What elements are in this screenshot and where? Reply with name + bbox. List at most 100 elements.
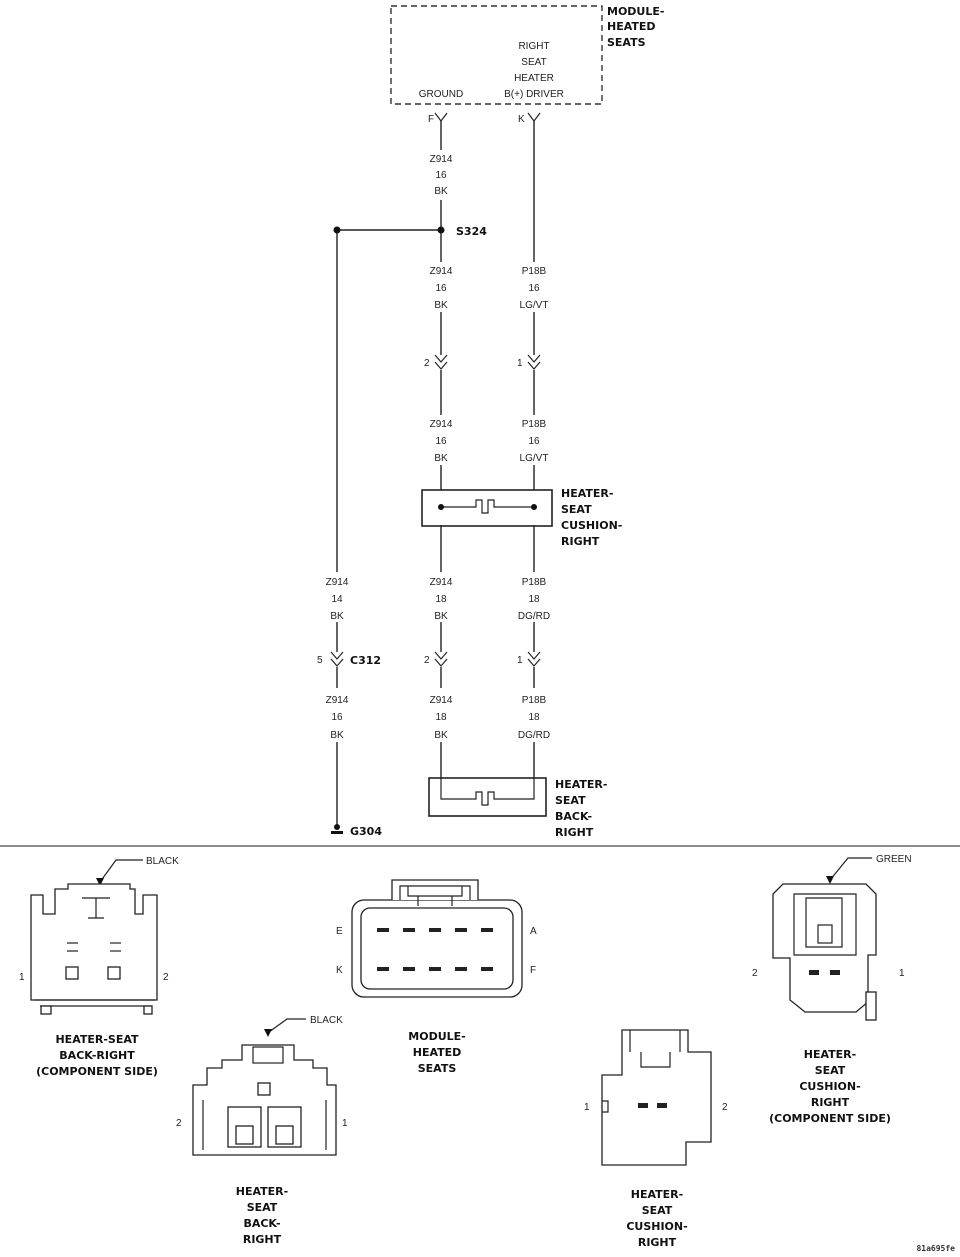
connector-body bbox=[30, 883, 158, 1001]
figure-id: 81a695fe bbox=[916, 1244, 955, 1253]
housing-inner bbox=[793, 893, 857, 956]
driver-label-line-4: B(+) DRIVER bbox=[504, 89, 564, 100]
wire-color: LG/VT bbox=[520, 453, 549, 464]
splice-dot bbox=[333, 226, 341, 234]
driver-label-line-2: SEAT bbox=[521, 57, 546, 68]
wire-label-gnd-a: Z914 16 BK bbox=[430, 266, 453, 311]
view-back-right: BLACK 2 1 HEATER- SEAT BACK- RIGHT bbox=[176, 1015, 348, 1246]
caption-line: SEAT bbox=[247, 1201, 278, 1214]
caption-line: BACK-RIGHT bbox=[59, 1049, 135, 1062]
wire-code: Z914 bbox=[326, 695, 349, 706]
pin-cavity bbox=[65, 966, 79, 980]
wire-code: P18B bbox=[522, 577, 547, 588]
wire-gauge: 14 bbox=[331, 594, 343, 605]
wire-color: BK bbox=[434, 730, 448, 741]
wire-gauge: 18 bbox=[528, 712, 540, 723]
connector-body bbox=[772, 883, 877, 1013]
pin-cavity bbox=[809, 970, 819, 975]
ground-g304-label: G304 bbox=[350, 825, 382, 838]
wire-label-pwr-c: P18B 18 DG/RD bbox=[518, 577, 550, 622]
callout-arrow-icon bbox=[96, 878, 104, 886]
pin-cavity bbox=[638, 1103, 648, 1108]
caption-line: HEATER- bbox=[804, 1048, 856, 1061]
caption-line: RIGHT bbox=[811, 1096, 850, 1109]
latch-icon bbox=[82, 897, 110, 919]
wire-gauge: 18 bbox=[435, 712, 447, 723]
label-line: HEATER- bbox=[561, 487, 613, 500]
wire-code: Z914 bbox=[430, 419, 453, 430]
connector-chevron-icon bbox=[434, 651, 448, 667]
module-pin-f-label: F bbox=[428, 114, 434, 125]
wire-label-gnd-c: Z914 18 BK bbox=[430, 577, 453, 622]
wire-code: Z914 bbox=[430, 577, 453, 588]
view-module-connector: E A K F MODULE- HEATED SEATS bbox=[336, 879, 537, 1075]
caption-line: BACK- bbox=[243, 1217, 280, 1230]
heater-cushion-label: HEATER- SEAT CUSHION- RIGHT bbox=[561, 487, 622, 548]
pin-number: 2 bbox=[163, 972, 169, 983]
wire-gauge: 18 bbox=[528, 594, 540, 605]
pin-letter: E bbox=[336, 926, 343, 937]
wire-label-gnd-d: Z914 18 BK bbox=[430, 695, 453, 741]
module-title: MODULE- HEATED SEATS bbox=[607, 5, 664, 49]
ground-label: GROUND bbox=[419, 89, 463, 100]
module-title-line-3: SEATS bbox=[607, 36, 646, 49]
heater-cushion-box bbox=[421, 489, 553, 527]
callout-color: GREEN bbox=[876, 854, 912, 865]
callout-leader bbox=[829, 857, 872, 881]
caption-line: CUSHION- bbox=[626, 1220, 687, 1233]
heater-element-icon bbox=[441, 499, 534, 514]
caption-line: HEATED bbox=[413, 1046, 462, 1059]
connector-pin-label: 2 bbox=[424, 358, 430, 369]
connector-body bbox=[192, 1044, 337, 1156]
label-line: CUSHION- bbox=[561, 519, 622, 532]
connector-latch bbox=[391, 879, 479, 900]
heater-element-icon bbox=[440, 778, 535, 806]
wire-gauge: 16 bbox=[435, 170, 447, 181]
connector-chevron-icon bbox=[434, 354, 448, 370]
pin-number: 1 bbox=[342, 1118, 348, 1129]
caption-line: HEATER- bbox=[236, 1185, 288, 1198]
connector-pin-label: 1 bbox=[517, 358, 523, 369]
pin-letter: K bbox=[336, 965, 343, 976]
caption-line: HEATER-SEAT bbox=[55, 1033, 139, 1046]
wire-gauge: 16 bbox=[528, 283, 540, 294]
label-line: RIGHT bbox=[561, 535, 600, 548]
wire-color: DG/RD bbox=[518, 730, 550, 741]
tab bbox=[143, 1005, 153, 1015]
wire-label-gnd-left-c: Z914 14 BK bbox=[326, 577, 349, 622]
connector-chevron-icon bbox=[330, 651, 344, 667]
wire-color: BK bbox=[330, 730, 344, 741]
view-back-right-component: BLACK 1 2 HEATER-SEAT BACK-RIGHT (COMPON… bbox=[19, 856, 179, 1078]
module-title-line-2: HEATED bbox=[607, 20, 656, 33]
pin-letter: F bbox=[530, 965, 536, 976]
wire-gauge: 16 bbox=[528, 436, 540, 447]
wire-color: DG/RD bbox=[518, 611, 550, 622]
pin-number: 2 bbox=[176, 1118, 182, 1129]
inline-connector-upper: 2 1 bbox=[424, 354, 541, 370]
label-line: RIGHT bbox=[555, 826, 594, 839]
pin-row-bottom bbox=[377, 967, 493, 971]
heater-back-label: HEATER- SEAT BACK- RIGHT bbox=[555, 778, 607, 839]
caption-line: CUSHION- bbox=[799, 1080, 860, 1093]
latch-icon bbox=[629, 1030, 681, 1068]
connector-chevron-icon bbox=[527, 354, 541, 370]
caption-line: (COMPONENT SIDE) bbox=[36, 1065, 158, 1078]
inline-connector-c312: 5 C312 2 1 bbox=[317, 651, 541, 667]
pin-cavity bbox=[107, 966, 121, 980]
wire-color: BK bbox=[434, 300, 448, 311]
tab bbox=[865, 991, 877, 1021]
ground-dot bbox=[334, 824, 340, 830]
wire-color: BK bbox=[434, 611, 448, 622]
caption-line: RIGHT bbox=[243, 1233, 282, 1246]
caption-line: SEAT bbox=[642, 1204, 673, 1217]
pin-number: 2 bbox=[752, 968, 758, 979]
pin-cavity bbox=[657, 1103, 667, 1108]
wire-color: LG/VT bbox=[520, 300, 549, 311]
wire-gauge: 16 bbox=[331, 712, 343, 723]
ground-icon bbox=[331, 831, 343, 834]
module-pin-f-terminal bbox=[434, 112, 448, 122]
wire-code: Z914 bbox=[430, 695, 453, 706]
callout-leader bbox=[268, 1018, 306, 1033]
connector-inner bbox=[360, 907, 514, 990]
